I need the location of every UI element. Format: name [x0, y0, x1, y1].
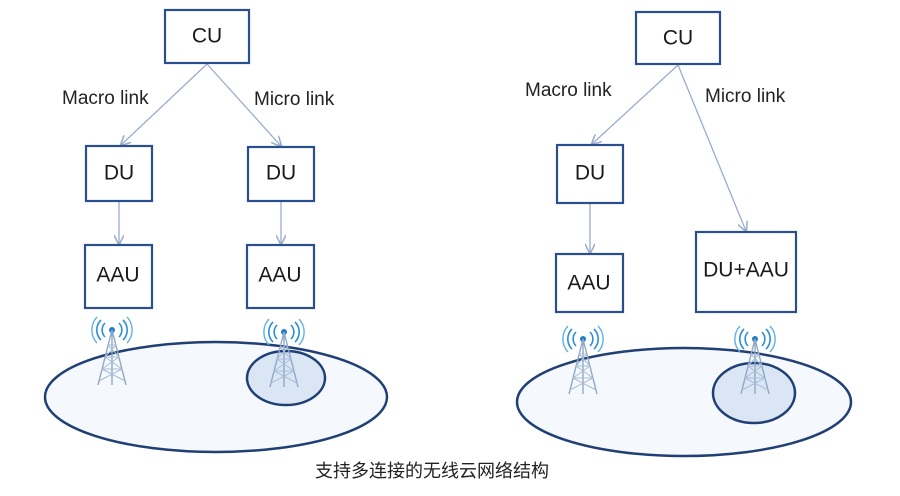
macro-cell-coverage — [515, 346, 853, 458]
cu-label: CU — [663, 27, 693, 50]
du-aau-node: DU+AAU — [694, 230, 798, 314]
right-diagram: Macro link Micro link CU DU AAU DU+AAU — [515, 10, 853, 458]
aau-label: AAU — [96, 264, 139, 287]
du-aau-label: DU+AAU — [703, 259, 789, 282]
figure-caption: 支持多连接的无线云网络结构 — [315, 461, 549, 482]
micro-cell-coverage — [711, 361, 797, 425]
left-diagram: Macro link Micro link CU DU DU AAU AAU — [43, 8, 389, 454]
micro-aau-node: AAU — [245, 243, 316, 310]
macro-cell-coverage — [43, 340, 389, 454]
du-label: DU — [104, 162, 134, 185]
cu-node: CU — [634, 10, 722, 66]
macro-du-node: DU — [84, 144, 154, 203]
micro-link-arrow — [206, 63, 281, 146]
micro-link-label: Micro link — [254, 89, 335, 110]
macro-du-node: DU — [555, 143, 625, 205]
macro-aau-node: AAU — [554, 252, 625, 314]
cu-label: CU — [192, 25, 222, 48]
du-label: DU — [266, 162, 296, 185]
aau-label: AAU — [258, 264, 301, 287]
du-label: DU — [575, 162, 605, 185]
macro-aau-node: AAU — [83, 243, 154, 310]
micro-cell-coverage — [245, 349, 327, 407]
macro-link-label: Macro link — [525, 80, 612, 101]
macro-link-arrow — [121, 63, 208, 145]
micro-link-label: Micro link — [705, 86, 786, 107]
micro-link-arrow — [677, 64, 746, 231]
macro-link-label: Macro link — [62, 88, 149, 109]
cu-node: CU — [163, 8, 251, 65]
aau-label: AAU — [567, 272, 610, 295]
macro-link-arrow — [592, 64, 679, 144]
micro-du-node: DU — [246, 145, 316, 203]
